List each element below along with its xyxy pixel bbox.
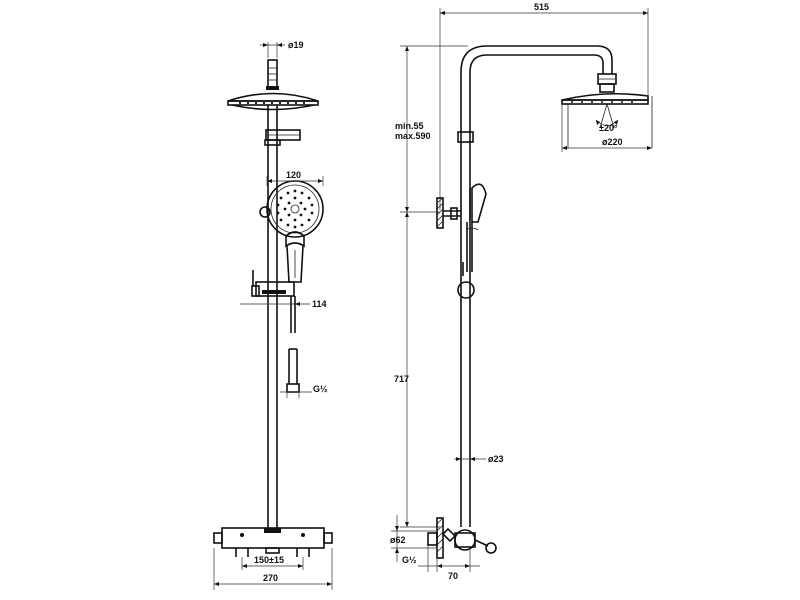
slider-bracket (251, 270, 295, 297)
label-height-min: min.55 (395, 121, 424, 131)
label-bracket-offset: 114 (312, 299, 327, 309)
hose-outlet: G½ (280, 383, 328, 398)
inlet-spacing-dimension: 150±15 (241, 555, 304, 570)
rain-head-front (227, 92, 319, 111)
front-view: ø19 (213, 40, 333, 590)
height-dimensions: min.55 max.590 717 (394, 45, 468, 528)
label-head-diameter: ø220 (602, 137, 623, 147)
label-inlet-spacing: 150±15 (254, 555, 284, 565)
label-rosette-diameter: ø62 (390, 535, 406, 545)
wall-bracket (436, 197, 461, 229)
label-total-reach: 515 (534, 2, 549, 12)
label-handshower-width: 120 (286, 170, 301, 180)
inlet-depth-dimension: G½ 70 (402, 545, 480, 581)
rail-diameter-dimension: ø23 (454, 454, 504, 464)
total-reach-dimension: 515 (439, 2, 649, 210)
rosette-diameter-dimension: ø62 (390, 515, 437, 562)
slider-knob-side (457, 281, 475, 299)
head-connector (266, 59, 279, 90)
thermostat-width-dimension: 270 (213, 548, 333, 590)
thermostat-mixer-side (427, 517, 497, 559)
label-rail-diameter: ø23 (488, 454, 504, 464)
label-thermostat-width: 270 (263, 573, 278, 583)
riser-pipe-front (264, 105, 301, 528)
label-tilt-angle: ±20° (599, 123, 618, 133)
bracket-offset-dimension: 114 (240, 299, 327, 309)
label-height-max: max.590 (395, 131, 431, 141)
side-view: 515 min.55 max.590 717 (390, 2, 653, 581)
riser-and-arm (457, 45, 617, 527)
hand-shower-side (462, 183, 487, 276)
hand-shower-handle (286, 245, 304, 283)
rain-head-side: ±20° ø220 (561, 92, 653, 152)
pipe-diameter-dimension: ø19 (260, 40, 304, 58)
label-pipe-diameter: ø19 (288, 40, 304, 50)
handshower-width-dimension: 120 (266, 170, 324, 186)
hose (288, 296, 298, 384)
label-wall-offset: 70 (448, 571, 458, 581)
label-rail-height: 717 (394, 374, 409, 384)
label-outlet-thread: G½ (313, 384, 328, 394)
hand-shower-head (259, 180, 324, 248)
label-inlet-thread-side: G½ (402, 555, 417, 565)
thermostat-mixer-front (213, 527, 333, 557)
